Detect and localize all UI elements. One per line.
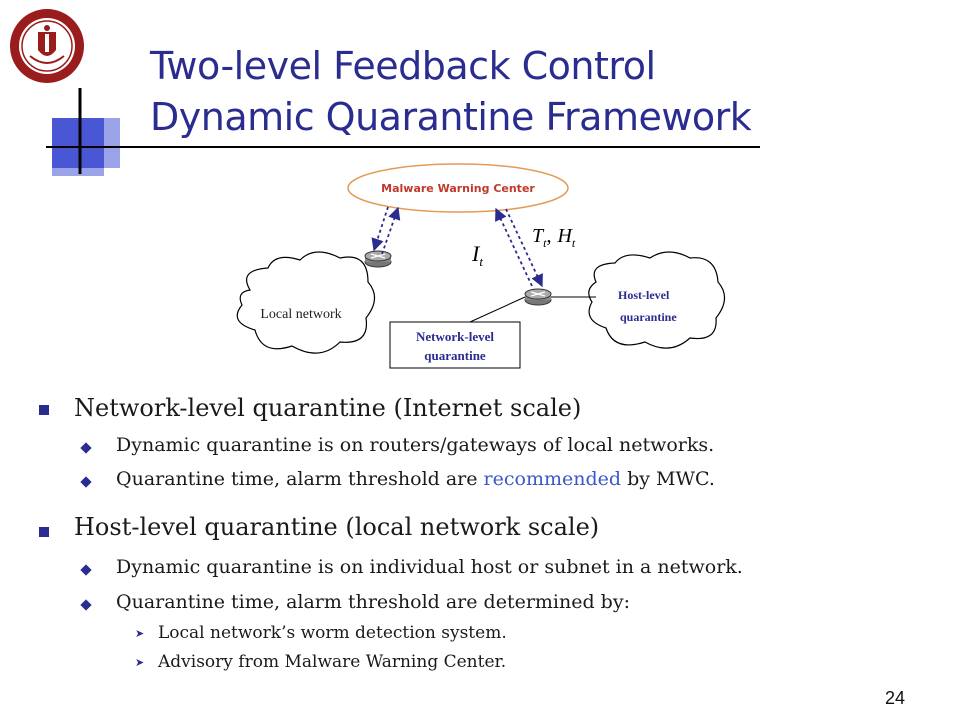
bullet-diamond-icon (80, 442, 92, 454)
slide-title-line-2: Dynamic Quarantine Framework (150, 95, 752, 139)
host-level-label-1: Host-level (618, 288, 670, 302)
bullet-square-icon (39, 405, 49, 415)
sym-h-sub: t (572, 236, 576, 250)
arrow-local-down (371, 206, 389, 252)
bullet-square-icon (39, 527, 49, 537)
host-level-label-2: quarantine (620, 310, 677, 324)
sub-bullet-routers: Dynamic quarantine is on routers/gateway… (116, 434, 715, 456)
page-number: 24 (884, 688, 905, 708)
arrow-host-up (495, 207, 533, 287)
sub-sub-bullet-worm-detection: Local network’s worm detection system. (158, 623, 507, 643)
mwc-ellipse (347, 163, 569, 213)
sub-sub-bullet-advisory: Advisory from Malware Warning Center. (158, 652, 507, 672)
slide-title-line-1: Two-level Feedback Control (150, 44, 656, 88)
bullet-diamond-icon (80, 599, 92, 611)
sym-i: I (471, 241, 481, 266)
bullet-diamond-icon (80, 476, 92, 488)
text-segment: Quarantine time, alarm threshold are (116, 468, 484, 490)
local-network-label: Local network (260, 307, 341, 322)
sym-i-sub: t (479, 254, 483, 269)
sym-comma: , (546, 225, 551, 247)
sub-bullet-recommended: Quarantine time, alarm threshold are rec… (116, 468, 715, 490)
sub-bullet-determined-by: Quarantine time, alarm threshold are det… (116, 591, 630, 613)
title-decoration (46, 88, 760, 176)
network-level-label-2: quarantine (424, 348, 486, 363)
svg-text:It: It (471, 241, 483, 269)
university-seal-logo (10, 9, 84, 83)
local-network-cloud (236, 251, 376, 354)
network-level-label-1: Network-level (416, 329, 494, 344)
sub-bullet-individual-host: Dynamic quarantine is on individual host… (116, 556, 743, 578)
sym-t-sub: t (543, 236, 547, 250)
text-segment: by MWC. (621, 468, 715, 490)
bullet-host-level: Host-level quarantine (local network sca… (74, 513, 600, 541)
arrow-host-down (505, 208, 543, 288)
quarantine-framework-diagram: Malware Warning Center Local network Hos… (236, 163, 726, 369)
network-level-callout (389, 321, 521, 369)
router-host-icon (524, 288, 552, 306)
mwc-label: Malware Warning Center (381, 182, 535, 195)
bullet-diamond-icon (80, 564, 92, 576)
chevron-right-icon: ➤ (135, 627, 145, 640)
sym-h: H (556, 225, 573, 247)
highlight-recommended: recommended (483, 468, 622, 490)
svg-text:Tt,Ht: Tt,Ht (532, 225, 576, 250)
bullet-network-level: Network-level quarantine (Internet scale… (74, 394, 582, 422)
host-level-cloud (588, 251, 726, 349)
router-local-icon (364, 250, 392, 268)
sym-t: T (532, 225, 545, 247)
arrow-local-up (381, 206, 401, 255)
chevron-right-icon: ➤ (135, 656, 145, 669)
